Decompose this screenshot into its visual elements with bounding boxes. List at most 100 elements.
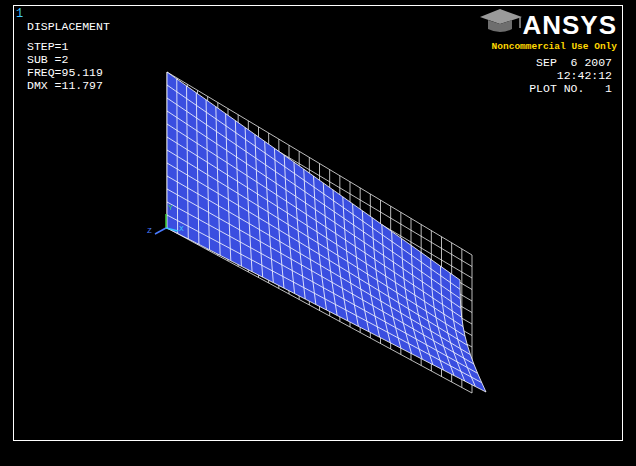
mesh-line	[290, 247, 300, 253]
mesh-line	[279, 230, 289, 236]
mesh-line	[230, 249, 241, 255]
mesh-line	[389, 297, 399, 303]
mesh-line	[294, 174, 296, 185]
mesh-line	[219, 231, 220, 243]
mesh-line	[259, 230, 269, 236]
mesh-line	[443, 304, 444, 314]
mesh-line	[344, 299, 346, 310]
mesh-line	[386, 276, 387, 286]
mesh-line	[437, 350, 447, 356]
mesh-line	[317, 232, 318, 243]
mesh-line	[346, 310, 356, 316]
mesh-line	[206, 112, 207, 125]
mesh-line	[271, 247, 281, 253]
mesh-line	[320, 265, 330, 271]
mesh-line	[373, 238, 375, 248]
mesh-line	[227, 163, 237, 169]
mesh-line	[197, 118, 207, 125]
mesh-line	[263, 277, 274, 282]
mesh-line	[279, 242, 281, 254]
mesh-line	[377, 280, 387, 286]
mesh-line	[226, 114, 236, 121]
mesh-line	[319, 254, 320, 265]
mesh-line	[356, 316, 366, 322]
mesh-line	[399, 303, 409, 309]
mesh-line	[256, 170, 258, 182]
mesh-line	[207, 187, 208, 200]
mesh-line	[209, 212, 219, 218]
mesh-line	[434, 308, 436, 318]
mesh-line	[394, 272, 395, 282]
mesh-line	[403, 323, 413, 329]
mesh-line	[382, 235, 384, 245]
mesh-line	[229, 212, 239, 218]
mesh-line	[275, 160, 285, 167]
mesh-line	[304, 192, 306, 203]
mesh-line	[379, 291, 381, 301]
mesh-line	[186, 86, 187, 99]
mesh-line	[335, 304, 337, 315]
mesh-line	[405, 289, 415, 295]
mesh-line	[372, 218, 374, 228]
mesh-line	[431, 269, 441, 276]
mesh-line	[430, 355, 440, 361]
mesh-line	[289, 236, 291, 248]
mesh-line	[333, 201, 335, 212]
mesh-line	[245, 127, 255, 134]
mesh-line	[351, 283, 353, 294]
mesh-line	[177, 208, 187, 214]
mesh-line	[230, 236, 240, 242]
mesh-line	[409, 344, 419, 350]
mesh-line	[226, 138, 236, 145]
mesh-line	[197, 143, 198, 156]
mesh-line	[343, 197, 353, 204]
mesh-line	[298, 231, 308, 237]
mesh-line	[393, 262, 403, 269]
mesh-line	[301, 265, 311, 271]
mesh-line	[167, 111, 177, 118]
mesh-line	[361, 289, 371, 295]
mesh-line	[411, 245, 412, 255]
mesh-line	[198, 169, 208, 175]
mesh-line	[177, 118, 187, 125]
mesh-line	[433, 365, 444, 370]
mesh-line	[197, 181, 198, 194]
mesh-line	[440, 266, 450, 273]
mesh-line	[440, 276, 441, 286]
mesh-line	[339, 266, 340, 277]
mesh-line	[177, 182, 178, 195]
mesh-line	[277, 207, 287, 213]
mesh-line	[177, 156, 187, 162]
mesh-line	[288, 224, 290, 236]
mesh-line	[294, 162, 304, 169]
plot-frame	[14, 6, 623, 441]
mesh-line	[418, 315, 428, 321]
mesh-line	[235, 121, 236, 133]
mesh-line	[409, 309, 419, 315]
mesh-line	[441, 285, 451, 292]
mesh-line	[464, 358, 474, 364]
mesh-line	[167, 176, 168, 189]
mesh-line	[451, 301, 453, 310]
mesh-line	[320, 265, 321, 276]
mesh-line	[403, 269, 413, 276]
mesh-line	[167, 189, 168, 202]
mesh-line	[248, 200, 258, 206]
mesh-line	[167, 163, 177, 169]
mesh-line	[281, 253, 282, 265]
mesh-line	[167, 176, 177, 182]
mesh-line	[305, 299, 316, 304]
mesh-line	[365, 253, 375, 259]
mesh-line	[315, 210, 325, 217]
mesh-line	[197, 131, 207, 138]
mesh-line	[361, 289, 363, 300]
mesh-line	[295, 185, 297, 196]
mesh-line	[441, 285, 443, 295]
mesh-line	[278, 230, 280, 242]
axis-label: Z	[147, 226, 152, 235]
mesh-line	[291, 259, 292, 271]
mesh-line	[227, 175, 228, 187]
mesh-line	[344, 218, 354, 225]
mesh-line	[411, 245, 421, 252]
mesh-line	[380, 337, 391, 342]
